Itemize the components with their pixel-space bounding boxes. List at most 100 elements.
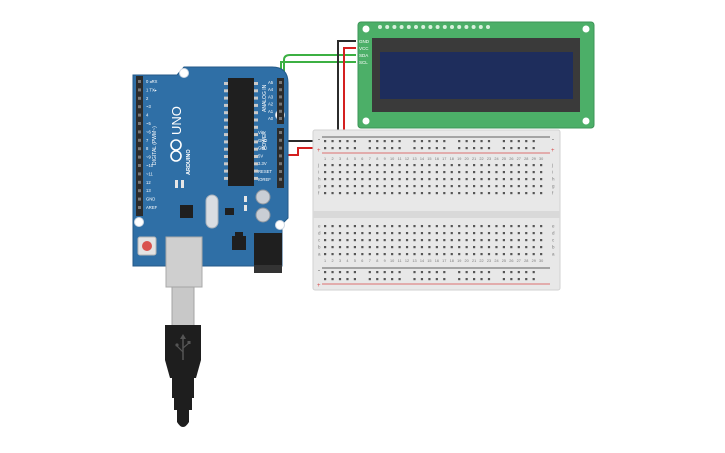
breadboard-hole[interactable] xyxy=(420,246,424,249)
breadboard-hole[interactable] xyxy=(368,239,371,242)
breadboard-hole[interactable] xyxy=(324,232,327,235)
breadboard-hole[interactable] xyxy=(502,239,505,242)
rail-hole[interactable] xyxy=(473,147,476,150)
rail-hole[interactable] xyxy=(368,271,371,274)
breadboard-hole[interactable] xyxy=(480,178,483,181)
breadboard-hole[interactable] xyxy=(487,171,491,174)
rail-hole[interactable] xyxy=(324,140,327,143)
breadboard-hole[interactable] xyxy=(368,253,371,256)
wire-scl[interactable] xyxy=(280,61,356,84)
breadboard-hole[interactable] xyxy=(413,239,416,242)
breadboard-hole[interactable] xyxy=(502,232,505,235)
breadboard-hole[interactable] xyxy=(525,178,528,181)
rail-hole[interactable] xyxy=(465,278,468,281)
breadboard-hole[interactable] xyxy=(331,164,334,167)
breadboard-hole[interactable] xyxy=(338,164,342,167)
breadboard-hole[interactable] xyxy=(420,239,424,242)
breadboard-hole[interactable] xyxy=(540,246,543,249)
breadboard-hole[interactable] xyxy=(346,239,349,242)
breadboard-hole[interactable] xyxy=(398,246,401,249)
rail-hole[interactable] xyxy=(324,271,327,274)
breadboard-hole[interactable] xyxy=(502,171,505,174)
breadboard-hole[interactable] xyxy=(458,253,461,256)
breadboard-hole[interactable] xyxy=(346,164,349,167)
breadboard-hole[interactable] xyxy=(450,178,453,181)
rail-hole[interactable] xyxy=(502,140,505,143)
breadboard-hole[interactable] xyxy=(473,239,476,242)
breadboard-hole[interactable] xyxy=(480,246,483,249)
breadboard-hole[interactable] xyxy=(450,192,453,195)
rail-hole[interactable] xyxy=(510,140,513,143)
breadboard-hole[interactable] xyxy=(435,253,438,256)
breadboard-hole[interactable] xyxy=(391,239,394,242)
breadboard-hole[interactable] xyxy=(361,239,364,242)
breadboard-hole[interactable] xyxy=(458,232,461,235)
breadboard-hole[interactable] xyxy=(495,164,498,167)
rail-hole[interactable] xyxy=(510,271,513,274)
breadboard-hole[interactable] xyxy=(368,164,371,167)
breadboard-hole[interactable] xyxy=(361,232,364,235)
breadboard-hole[interactable] xyxy=(405,192,409,195)
rail-hole[interactable] xyxy=(346,147,349,150)
breadboard-hole[interactable] xyxy=(383,178,386,181)
rail-hole[interactable] xyxy=(338,278,342,281)
rail-hole[interactable] xyxy=(420,140,424,143)
rail-hole[interactable] xyxy=(376,147,379,150)
breadboard-hole[interactable] xyxy=(525,253,528,256)
wire-gnd-lcd[interactable] xyxy=(337,40,356,140)
breadboard-hole[interactable] xyxy=(324,192,327,195)
breadboard-hole[interactable] xyxy=(346,185,349,188)
digital-pin[interactable] xyxy=(138,96,141,100)
breadboard-hole[interactable] xyxy=(376,232,379,235)
breadboard-hole[interactable] xyxy=(368,192,371,195)
breadboard-hole[interactable] xyxy=(517,164,520,167)
rail-hole[interactable] xyxy=(368,140,371,143)
breadboard-hole[interactable] xyxy=(517,192,520,195)
rail-hole[interactable] xyxy=(465,147,468,150)
breadboard-hole[interactable] xyxy=(353,232,356,235)
breadboard-hole[interactable] xyxy=(383,246,386,249)
breadboard-hole[interactable] xyxy=(331,185,334,188)
power-pin[interactable] xyxy=(279,131,282,134)
digital-pin[interactable] xyxy=(138,113,141,117)
breadboard-hole[interactable] xyxy=(361,185,364,188)
rail-hole[interactable] xyxy=(346,140,349,143)
breadboard-hole[interactable] xyxy=(450,185,453,188)
rail-hole[interactable] xyxy=(525,271,528,274)
breadboard-hole[interactable] xyxy=(502,178,505,181)
breadboard-hole[interactable] xyxy=(502,192,505,195)
breadboard-hole[interactable] xyxy=(368,178,371,181)
breadboard-hole[interactable] xyxy=(495,185,498,188)
breadboard-hole[interactable] xyxy=(480,253,483,256)
analog-pin[interactable] xyxy=(279,109,282,113)
breadboard-hole[interactable] xyxy=(346,178,349,181)
breadboard-hole[interactable] xyxy=(376,239,379,242)
breadboard-hole[interactable] xyxy=(465,178,468,181)
breadboard-hole[interactable] xyxy=(353,225,356,228)
rail-hole[interactable] xyxy=(376,278,379,281)
rail-hole[interactable] xyxy=(532,147,535,150)
breadboard-hole[interactable] xyxy=(465,192,468,195)
rail-hole[interactable] xyxy=(525,140,528,143)
breadboard-hole[interactable] xyxy=(398,185,401,188)
breadboard-hole[interactable] xyxy=(331,225,334,228)
breadboard-hole[interactable] xyxy=(458,225,461,228)
breadboard-hole[interactable] xyxy=(361,171,364,174)
breadboard-hole[interactable] xyxy=(443,239,446,242)
breadboard-hole[interactable] xyxy=(428,239,431,242)
rail-hole[interactable] xyxy=(413,278,416,281)
rail-hole[interactable] xyxy=(420,278,424,281)
breadboard-hole[interactable] xyxy=(413,185,416,188)
breadboard-hole[interactable] xyxy=(346,192,349,195)
rail-hole[interactable] xyxy=(458,271,461,274)
breadboard-hole[interactable] xyxy=(353,164,356,167)
rail-hole[interactable] xyxy=(391,278,394,281)
breadboard-hole[interactable] xyxy=(495,178,498,181)
breadboard-hole[interactable] xyxy=(413,178,416,181)
rail-hole[interactable] xyxy=(510,147,513,150)
breadboard-hole[interactable] xyxy=(443,185,446,188)
breadboard-hole[interactable] xyxy=(495,239,498,242)
rail-hole[interactable] xyxy=(383,271,386,274)
digital-pin[interactable] xyxy=(138,122,141,125)
breadboard-hole[interactable] xyxy=(435,225,438,228)
